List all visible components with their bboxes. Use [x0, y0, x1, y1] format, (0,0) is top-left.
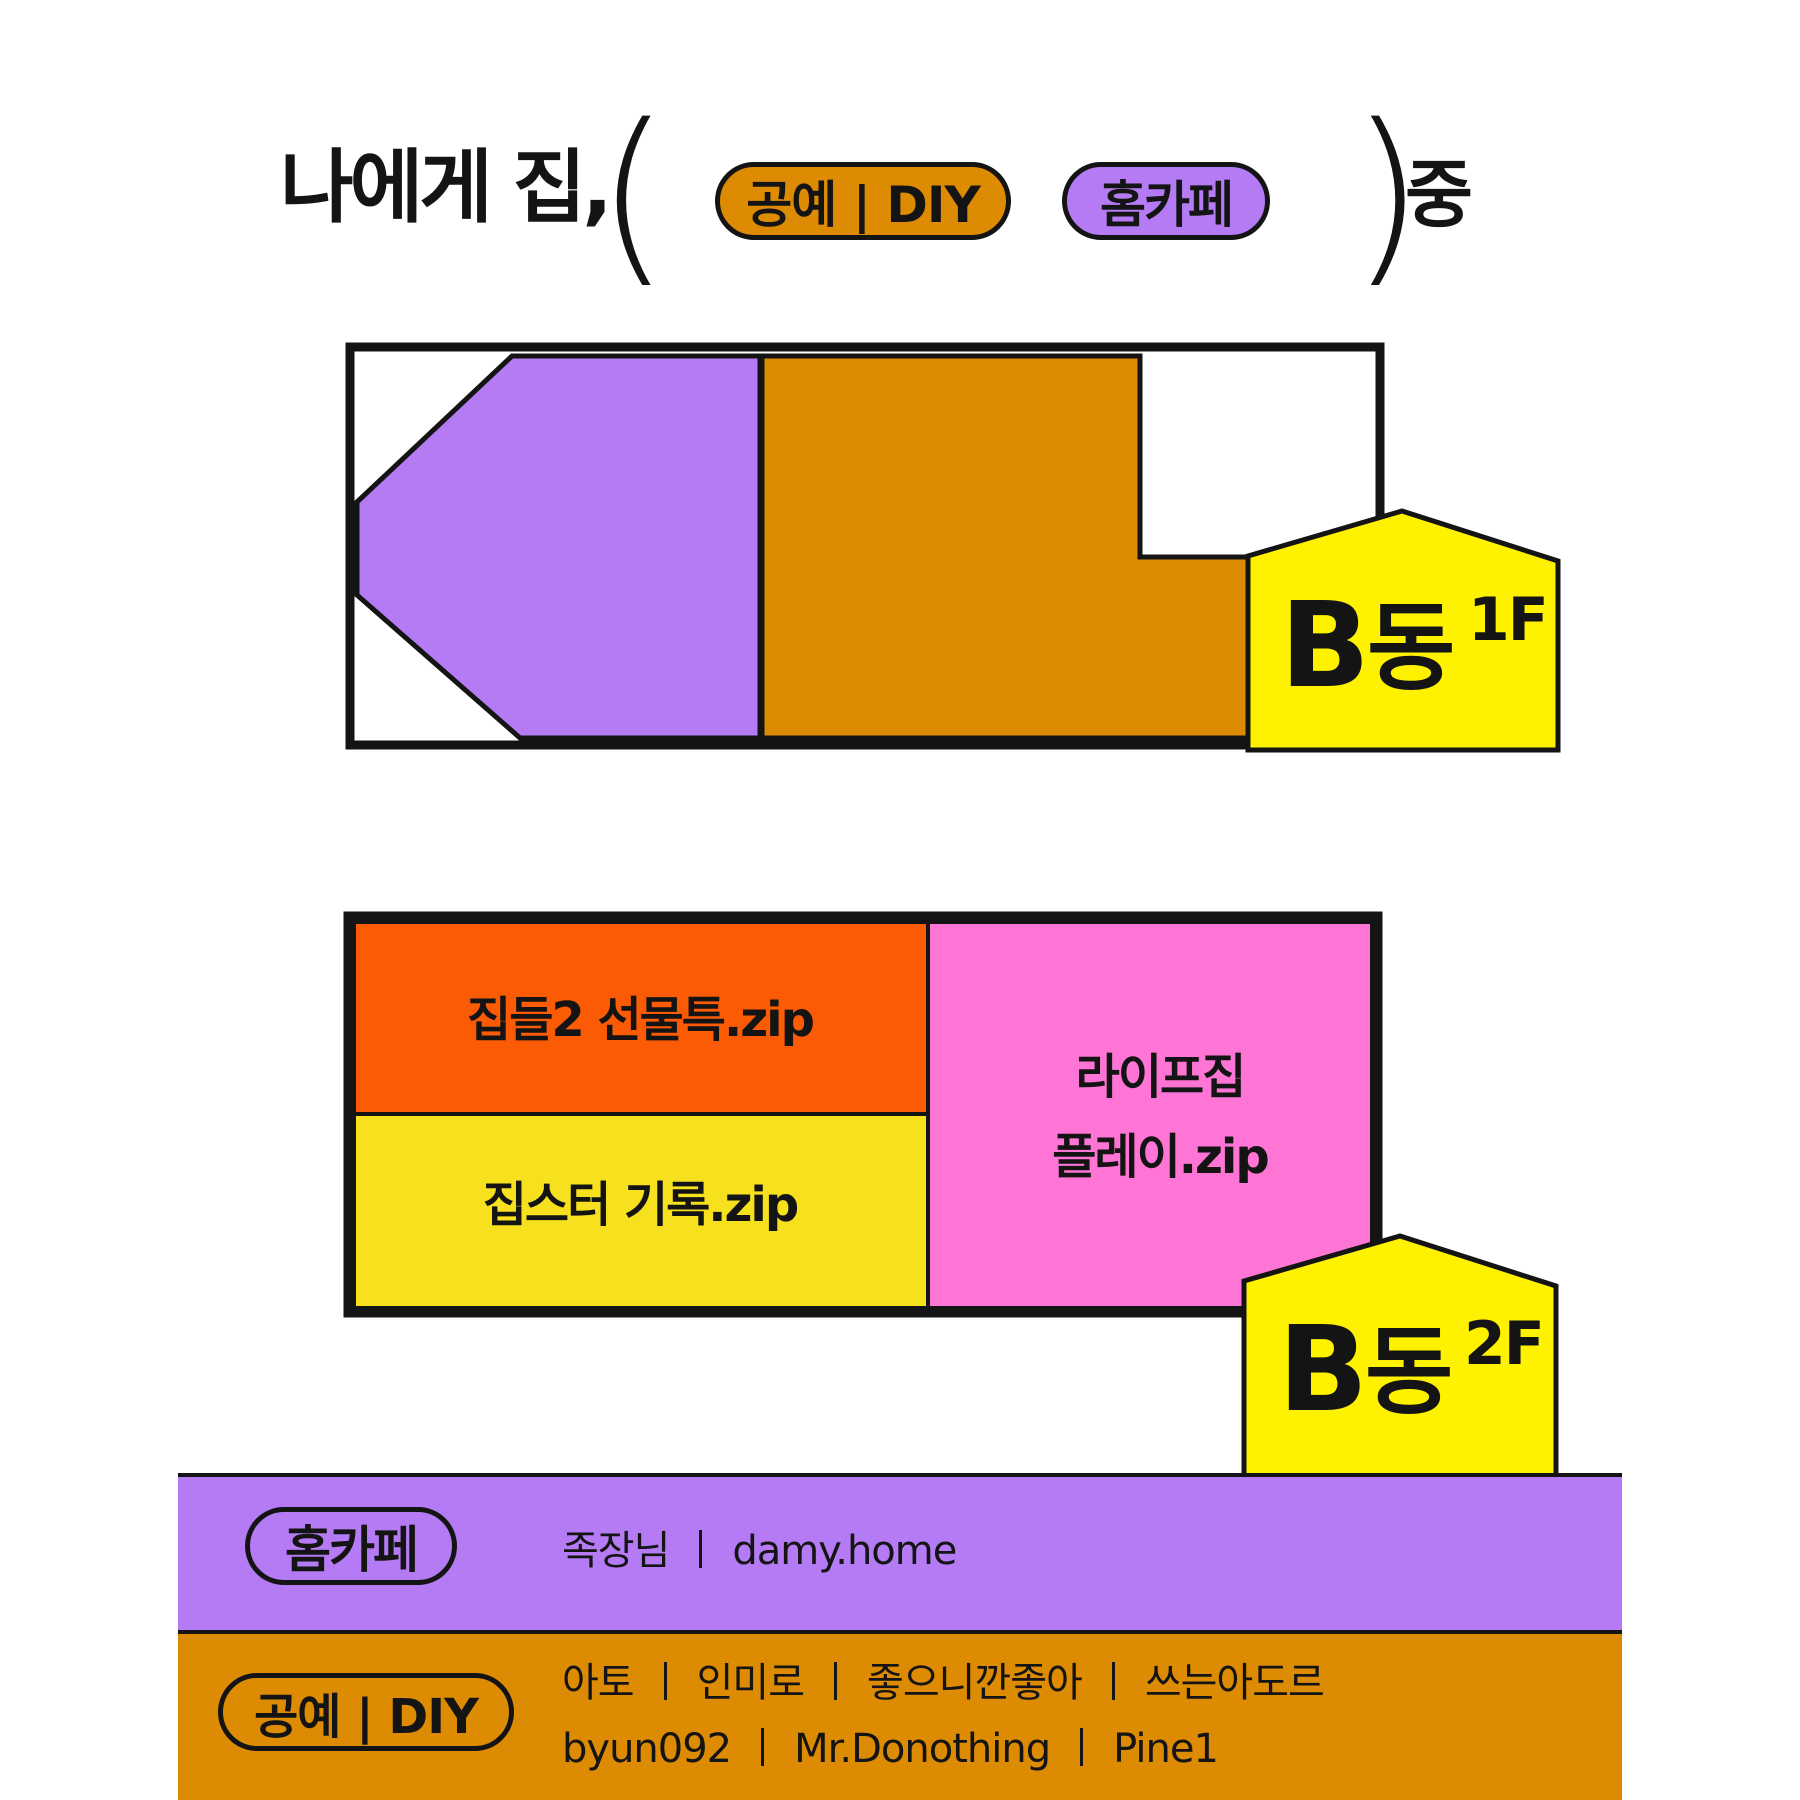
floor-label-2f: 2F	[1464, 1309, 1545, 1379]
category-tag-home-cafe: 홈카페	[245, 1507, 457, 1585]
separator	[1111, 1662, 1115, 1700]
category-tag-craft-diy: 공예 | DIY	[218, 1673, 514, 1751]
tag-craft-diy: 공예 | DIY	[715, 162, 1011, 240]
separator	[761, 1728, 765, 1766]
room-1f-craft-diy	[759, 353, 1251, 741]
participant-name: Pine1	[1113, 1726, 1219, 1772]
headline-close-paren: )	[1350, 84, 1425, 305]
craft-participants-row-2: byun092 Mr.Donothing Pine1	[562, 1726, 1219, 1772]
participant-name: 쓰는아도르	[1144, 1660, 1325, 1706]
dong-label-2f: 동	[1365, 1316, 1453, 1428]
participant-name: 족장님	[562, 1528, 670, 1574]
headline-suffix: 중	[1405, 152, 1474, 238]
room-label-lifezip-line1: 라이프집	[1075, 1049, 1247, 1106]
separator	[663, 1662, 667, 1700]
room-label-record: 집스터 기록.zip	[482, 1177, 799, 1234]
headline-open-paren: (	[596, 84, 671, 305]
participant-name: byun092	[562, 1726, 732, 1772]
tag-home-cafe: 홈카페	[1062, 162, 1270, 240]
participant-name: 좋으니깐좋아	[867, 1660, 1083, 1706]
separator	[699, 1530, 703, 1568]
room-1f-home-cafe	[354, 353, 763, 741]
room-2f-lifezip-play	[926, 920, 1374, 1310]
category-band-craft-diy	[178, 1630, 1622, 1800]
separator	[834, 1662, 838, 1700]
building-letter-1f: B	[1280, 576, 1370, 714]
participant-name: Mr.Donothing	[794, 1726, 1051, 1772]
craft-participants-row-1: 아토 인미로 좋으니깐좋아 쓰는아도르	[562, 1660, 1325, 1706]
participant-name: damy.home	[732, 1528, 957, 1574]
participant-name: 아토	[562, 1660, 635, 1706]
dong-label-1f: 동	[1367, 592, 1455, 704]
floorplan-2f-outline	[343, 911, 1383, 1318]
floorplan-1f-outline	[345, 342, 1385, 750]
separator	[1080, 1728, 1084, 1766]
home-cafe-participants: 족장님 damy.home	[562, 1528, 957, 1574]
building-letter-2f: B	[1278, 1300, 1368, 1438]
room-label-gift: 집들2 선물특.zip	[467, 992, 815, 1049]
floor-label-1f: 1F	[1468, 585, 1549, 655]
room-label-lifezip-line2: 플레이.zip	[1052, 1129, 1269, 1186]
participant-name: 인미로	[696, 1660, 805, 1706]
headline-prefix: 나에게 집,	[280, 141, 613, 234]
